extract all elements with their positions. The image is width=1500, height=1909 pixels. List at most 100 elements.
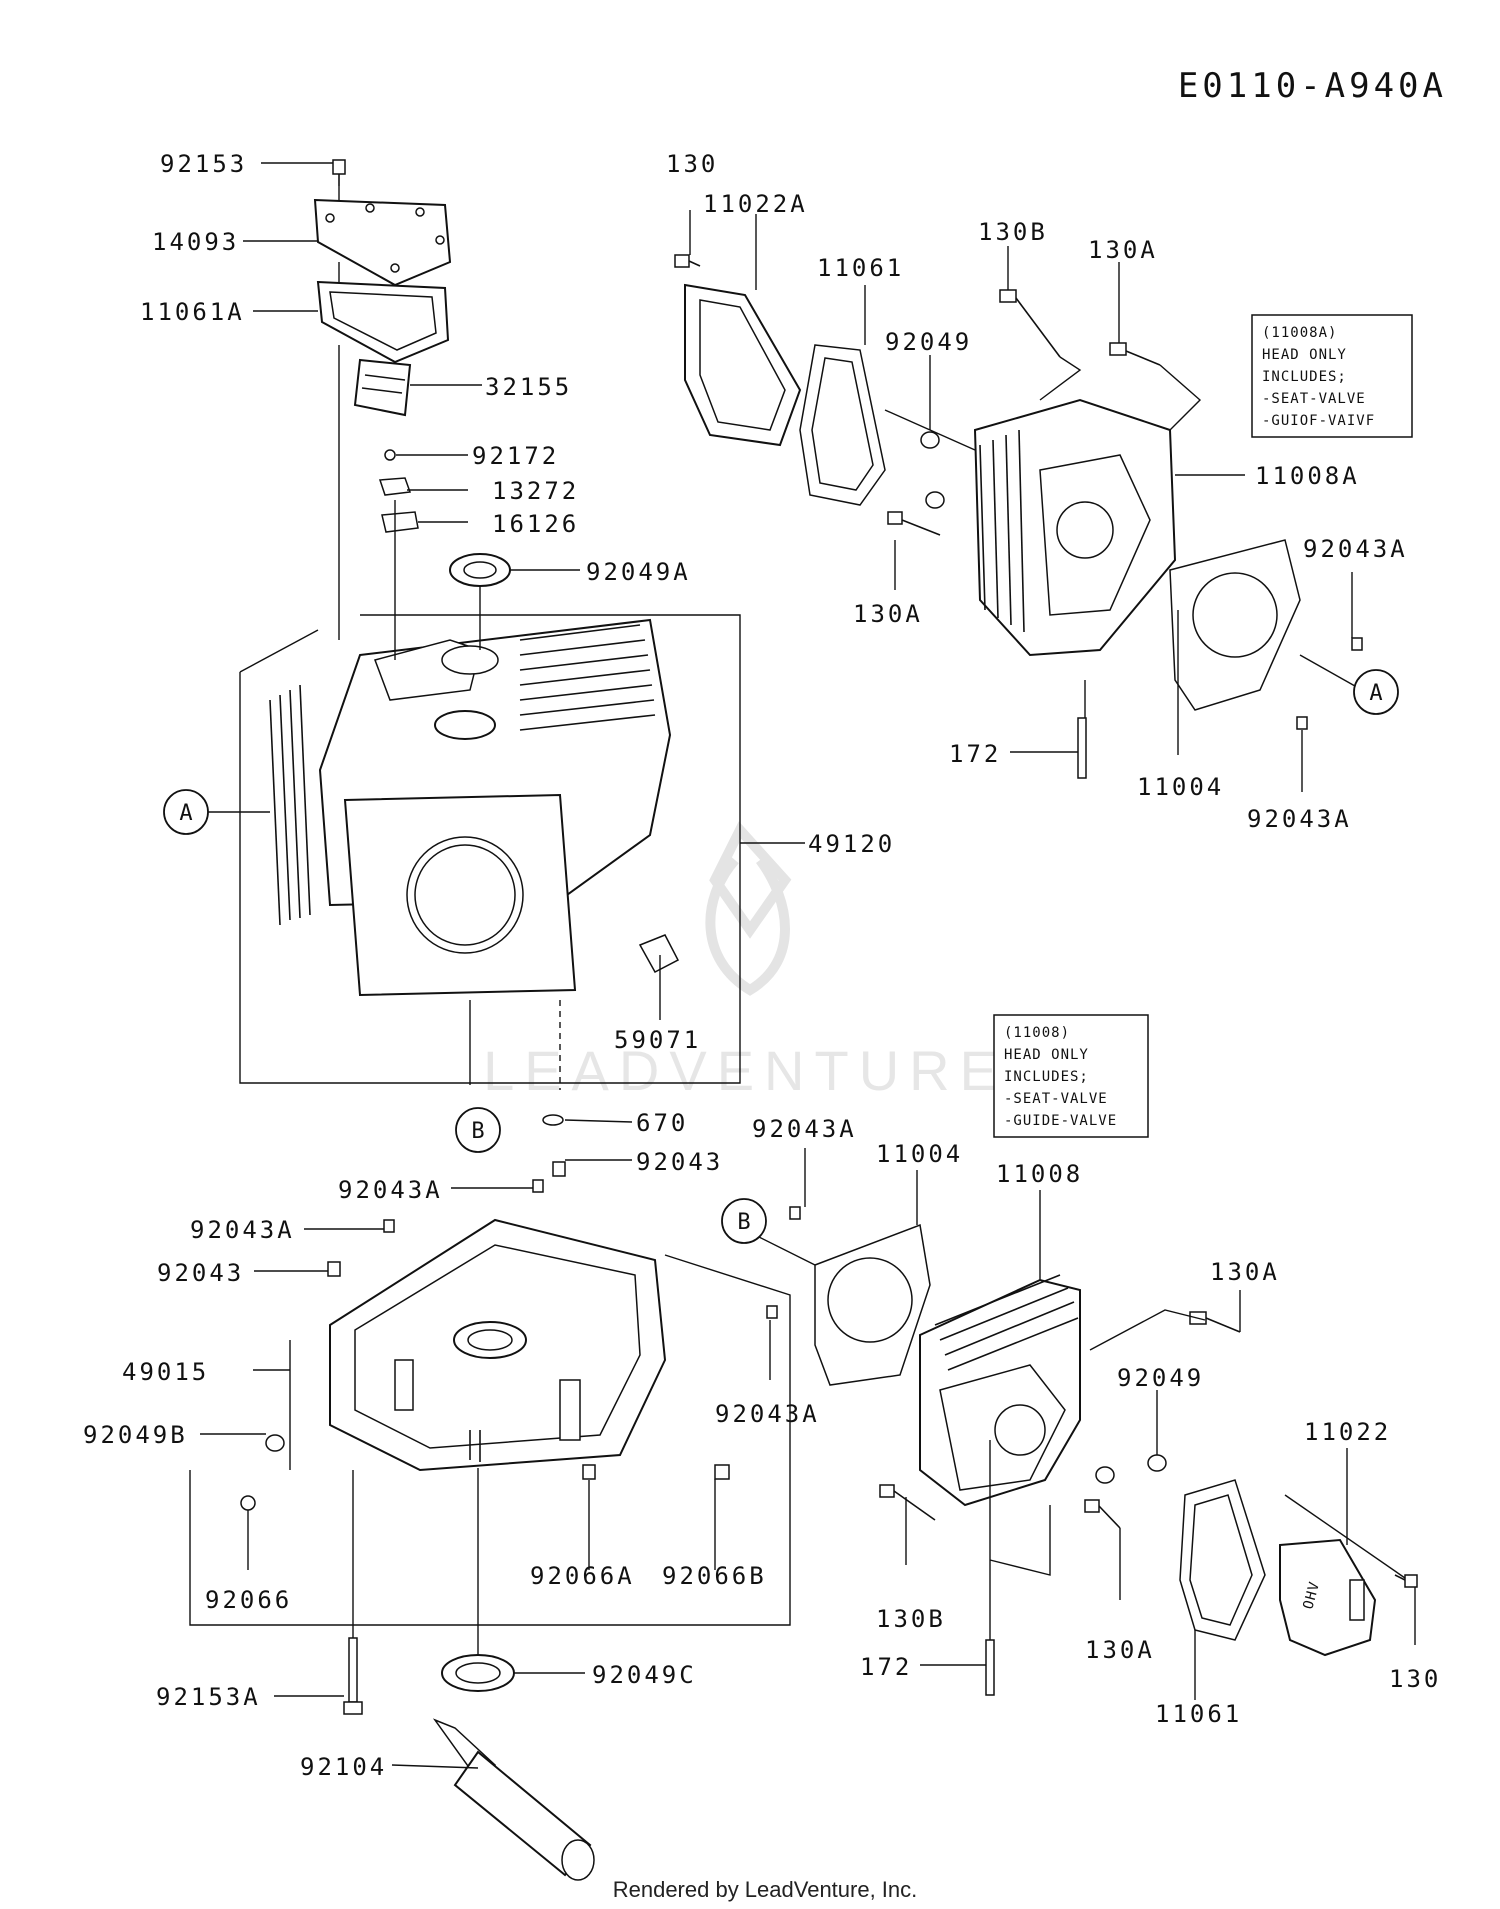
label-130a-br: 130A	[1210, 1258, 1280, 1286]
gasket-11061a-part	[316, 280, 450, 364]
sealant-tube-92104-part	[432, 1718, 595, 1881]
label-92049-bot: 92049	[1117, 1364, 1204, 1392]
svg-text:HEAD ONLY: HEAD ONLY	[1004, 1047, 1089, 1063]
label-11004-bot: 11004	[876, 1140, 963, 1168]
label-11061-top: 11061	[817, 254, 904, 282]
label-130a-top: 130A	[1088, 236, 1158, 264]
ref-a-right: A	[1353, 669, 1399, 715]
label-172-bot: 172	[860, 1653, 912, 1681]
note-head-11008a: (11008A) HEAD ONLY INCLUDES; -SEAT-VALVE…	[1251, 314, 1413, 438]
bolt-130-bot-part	[1394, 1574, 1418, 1588]
cylinder-head-11008-part	[919, 1274, 1081, 1507]
bolt-92153-part	[332, 159, 346, 186]
label-11022a: 11022A	[703, 190, 808, 218]
label-92043-1: 92043	[636, 1148, 723, 1176]
nuts-92049-bot-part	[1095, 1454, 1167, 1484]
watermark-text: LEADVENTURE	[483, 1039, 1007, 1102]
part-labels: 92153 14093 11061A 32155 92172 13272 161…	[83, 150, 1441, 1781]
gasket-11061-bot-part	[1179, 1479, 1266, 1641]
svg-text:-GUIOF-VAIVF: -GUIOF-VAIVF	[1262, 413, 1375, 429]
label-11008: 11008	[996, 1160, 1083, 1188]
dowel-pins-92043-part	[327, 1114, 566, 1277]
label-11022: 11022	[1304, 1418, 1391, 1446]
bolts-130a-130b-bot-part	[879, 1311, 1241, 1529]
label-92049c: 92049C	[592, 1661, 697, 1689]
diagram-id: E0110-A940A	[1178, 66, 1447, 106]
reed-valve-32155-part	[353, 358, 412, 417]
label-11004-top: 11004	[1137, 773, 1224, 801]
svg-text:A: A	[179, 801, 192, 826]
ref-b-left: B	[455, 1107, 501, 1153]
bolt-92153a-part	[343, 1637, 363, 1715]
label-92153: 92153	[160, 150, 247, 178]
label-130a-mid: 130A	[853, 600, 923, 628]
label-92043a-2: 92043A	[190, 1216, 295, 1244]
label-92049b: 92049B	[83, 1421, 188, 1449]
label-172-top: 172	[949, 740, 1001, 768]
crankcase-49120-part	[269, 618, 672, 997]
svg-text:INCLUDES;: INCLUDES;	[1004, 1069, 1089, 1085]
note-head-11008: (11008) HEAD ONLY INCLUDES; -SEAT-VALVE …	[993, 1014, 1149, 1138]
label-49120: 49120	[808, 830, 895, 858]
small-parts-92172-13272-16126	[378, 449, 419, 533]
label-11061-bot: 11061	[1155, 1700, 1242, 1728]
gasket-11061-top-part	[799, 344, 886, 506]
head-gasket-11004-bot-part	[814, 1223, 931, 1386]
ref-b-right: B	[721, 1198, 767, 1244]
label-92043a-b2: 92043A	[715, 1400, 820, 1428]
label-92049a: 92049A	[586, 558, 691, 586]
dowels-92043a-bot-part	[766, 1206, 801, 1319]
label-92043a-r2: 92043A	[1247, 805, 1352, 833]
svg-text:OHV: OHV	[1300, 1580, 1323, 1611]
dowels-92043a-top-part	[1296, 637, 1363, 730]
svg-text:A: A	[1369, 681, 1382, 706]
label-49015: 49015	[122, 1358, 209, 1386]
label-130-top: 130	[666, 150, 718, 178]
rocker-cover-11022a-part	[684, 283, 802, 447]
head-gasket-11004-top-part	[1169, 539, 1301, 711]
svg-text:-GUIDE-VALVE: -GUIDE-VALVE	[1004, 1113, 1117, 1129]
svg-text:B: B	[737, 1210, 750, 1235]
label-92043a-1: 92043A	[338, 1176, 443, 1204]
label-92049-top: 92049	[885, 328, 972, 356]
label-92153a: 92153A	[156, 1683, 261, 1711]
rocker-cover-11022-part: OHV	[1279, 1538, 1377, 1657]
head-bolts-130b-130a-top-part	[887, 289, 1161, 536]
label-92104: 92104	[300, 1753, 387, 1781]
label-32155: 32155	[485, 373, 572, 401]
ref-a-left: A	[163, 789, 209, 835]
leader-lines	[189, 162, 1416, 1769]
label-13272: 13272	[492, 477, 579, 505]
stud-172-top-part	[1077, 717, 1087, 779]
cylinder-head-11008a-part	[973, 398, 1177, 657]
label-92066b: 92066B	[662, 1562, 767, 1590]
svg-text:-SEAT-VALVE: -SEAT-VALVE	[1262, 391, 1366, 407]
oil-seal-92049c-part	[441, 1654, 515, 1692]
label-130b-top: 130B	[978, 218, 1048, 246]
label-11061a: 11061A	[140, 298, 245, 326]
svg-text:HEAD ONLY: HEAD ONLY	[1262, 347, 1347, 363]
label-92043-2: 92043	[157, 1259, 244, 1287]
svg-text:INCLUDES;: INCLUDES;	[1262, 369, 1347, 385]
label-130-bot: 130	[1389, 1665, 1441, 1693]
footer-credit: Rendered by LeadVenture, Inc.	[613, 1877, 918, 1902]
nuts-92049b-92066-part	[240, 1434, 730, 1511]
svg-text:-SEAT-VALVE: -SEAT-VALVE	[1004, 1091, 1108, 1107]
label-14093: 14093	[152, 228, 239, 256]
crankcase-cover-49015-part	[329, 1218, 667, 1472]
label-11008a: 11008A	[1255, 462, 1360, 490]
stud-172-bot-part	[985, 1639, 995, 1696]
breather-cover-14093-part	[313, 198, 452, 287]
nuts-92049-top-part	[920, 431, 945, 509]
breather-tube-59071-part	[638, 934, 680, 974]
label-92066: 92066	[205, 1586, 292, 1614]
label-59071: 59071	[614, 1026, 701, 1054]
label-92043a-b1: 92043A	[752, 1115, 857, 1143]
label-16126: 16126	[492, 510, 579, 538]
svg-text:(11008): (11008)	[1004, 1025, 1070, 1041]
svg-text:(11008A): (11008A)	[1262, 325, 1337, 341]
label-92066a: 92066A	[530, 1562, 635, 1590]
label-92043a-r1: 92043A	[1303, 535, 1408, 563]
label-130a-bot: 130A	[1085, 1636, 1155, 1664]
